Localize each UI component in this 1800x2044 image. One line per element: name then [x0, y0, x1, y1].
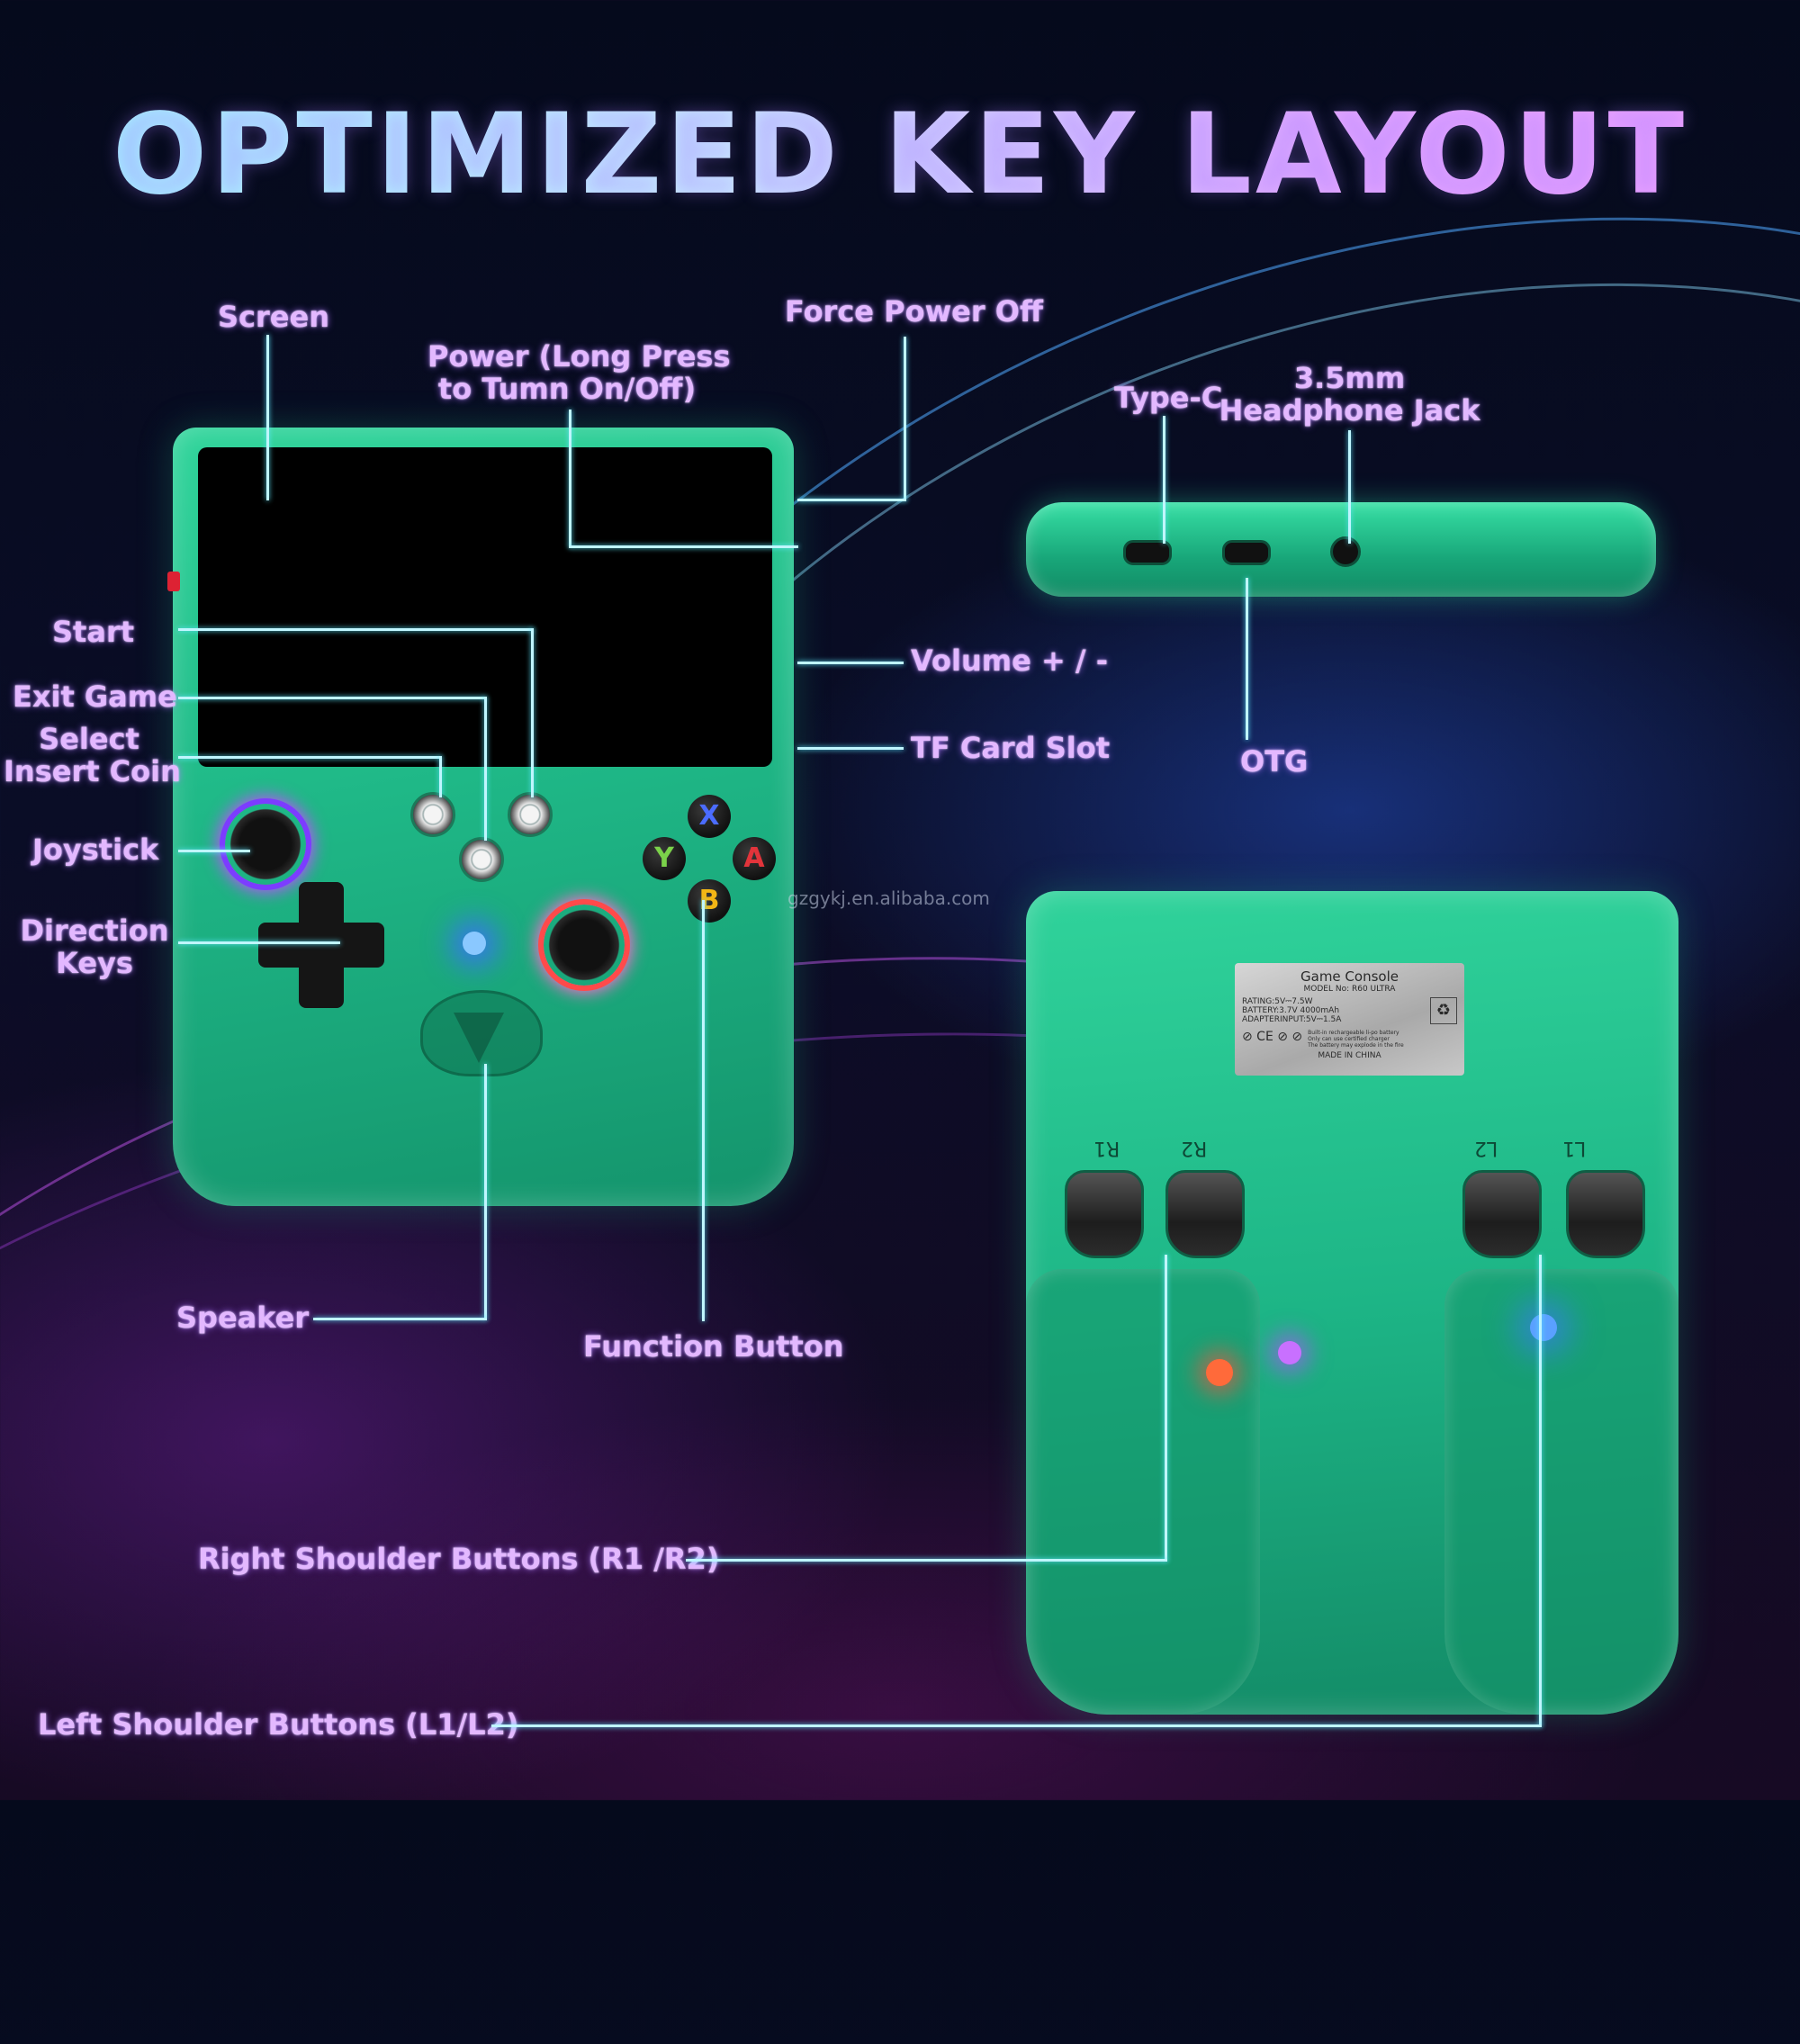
callout-line [1539, 1255, 1542, 1726]
watermark-text: gzgykj.en.alibaba.com [788, 887, 990, 909]
a-button[interactable]: A [733, 837, 776, 880]
label-direction-keys: Direction Keys [20, 914, 169, 980]
callout-line [266, 335, 269, 500]
joystick-left[interactable] [225, 804, 306, 885]
select-button[interactable] [410, 792, 455, 837]
label-power: Power (Long Press to Tumn On/Off) [428, 339, 731, 406]
spec-adapter: ADAPTERINPUT:5V⎓1.5A [1242, 1015, 1342, 1024]
label-tf-card-slot: TF Card Slot [911, 731, 1111, 765]
recycle-icon: ♻ [1430, 997, 1457, 1024]
callout-line [531, 628, 534, 797]
board-led-icon [1530, 1314, 1557, 1341]
callout-line [178, 850, 250, 852]
l1-button[interactable] [1566, 1170, 1645, 1258]
callout-line [178, 941, 340, 944]
label-function-button: Function Button [583, 1329, 844, 1364]
certification-icons: ⊘ CE ⊘ ⊘ [1242, 1030, 1303, 1044]
power-indicator-icon [167, 572, 180, 591]
callout-line [904, 337, 906, 500]
console-front-view: X Y A B [167, 428, 794, 1206]
exit-game-button[interactable] [459, 837, 504, 882]
callout-line [702, 900, 705, 1321]
r1-button[interactable] [1065, 1170, 1144, 1258]
label-exit-game: Exit Game [13, 680, 177, 714]
board-led-icon [1278, 1341, 1301, 1364]
spec-title: Game Console [1300, 968, 1399, 985]
callout-line [569, 410, 572, 546]
speaker-icon [454, 1013, 504, 1063]
callout-line [797, 662, 904, 664]
b-button[interactable]: B [688, 879, 731, 923]
grip-left [1026, 1269, 1260, 1715]
spec-battery: BATTERY:3.7V 4000mAh [1242, 1006, 1340, 1015]
callout-line [439, 756, 442, 797]
callout-line [178, 697, 486, 699]
function-led-icon [463, 932, 486, 955]
callout-line [491, 1724, 1542, 1727]
spec-label-plate: Game Console MODEL No: R60 ULTRA RATING:… [1235, 963, 1464, 1076]
spec-made-in: MADE IN CHINA [1318, 1051, 1382, 1060]
label-left-shoulder: Left Shoulder Buttons (L1/L2) [38, 1707, 519, 1742]
otg-port [1222, 540, 1271, 565]
callout-line [1163, 416, 1166, 544]
start-button[interactable] [508, 792, 553, 837]
r1-label: R1 [1094, 1137, 1120, 1159]
callout-line [569, 545, 798, 548]
label-start: Start [52, 615, 135, 649]
x-button[interactable]: X [688, 795, 731, 838]
direction-keys[interactable] [258, 882, 384, 1008]
callout-line [797, 747, 904, 750]
label-type-c: Type-C [1114, 381, 1223, 415]
console-back-view: Game Console MODEL No: R60 ULTRA RATING:… [1026, 891, 1678, 1715]
label-screen: Screen [218, 300, 329, 334]
callout-line [484, 697, 487, 841]
headphone-jack-port [1330, 536, 1361, 567]
label-joystick: Joystick [32, 833, 159, 867]
callout-line [178, 756, 441, 759]
l2-button[interactable] [1462, 1170, 1542, 1258]
y-button[interactable]: Y [643, 837, 686, 880]
label-otg: OTG [1240, 744, 1309, 779]
l1-label: L1 [1562, 1137, 1587, 1159]
spec-note: Only can use certified charger [1308, 1036, 1390, 1042]
page-title: OPTIMIZED KEY LAYOUT [0, 90, 1800, 220]
callout-line [1246, 578, 1248, 740]
label-select-insert-coin: Select Insert Coin [4, 722, 181, 788]
board-led-icon [1206, 1359, 1233, 1386]
label-right-shoulder: Right Shoulder Buttons (R1 /R2) [198, 1542, 720, 1576]
label-force-power-off: Force Power Off [785, 294, 1043, 329]
label-headphone-jack: 3.5mm Headphone Jack [1219, 361, 1480, 428]
label-volume: Volume + / - [911, 644, 1108, 678]
spec-note: The battery may explode in the fire [1308, 1042, 1404, 1049]
callout-line [484, 1064, 487, 1319]
l2-label: L2 [1474, 1137, 1498, 1159]
label-speaker: Speaker [176, 1301, 310, 1335]
callout-line [1165, 1255, 1167, 1561]
joystick-right[interactable] [544, 905, 625, 986]
callout-line [797, 499, 906, 501]
callout-line [1348, 430, 1351, 544]
r2-label: R2 [1181, 1137, 1208, 1159]
callout-line [686, 1559, 1167, 1562]
spec-note: Built-in rechargeable li-po battery [1308, 1030, 1400, 1036]
console-top-view [1026, 502, 1656, 597]
spec-rating: RATING:5V⎓7.5W [1242, 997, 1313, 1006]
r2-button[interactable] [1166, 1170, 1245, 1258]
callout-line [178, 628, 534, 631]
grip-right [1444, 1269, 1678, 1715]
spec-model: MODEL No: R60 ULTRA [1303, 985, 1396, 994]
callout-line [313, 1318, 487, 1320]
type-c-port [1123, 540, 1172, 565]
